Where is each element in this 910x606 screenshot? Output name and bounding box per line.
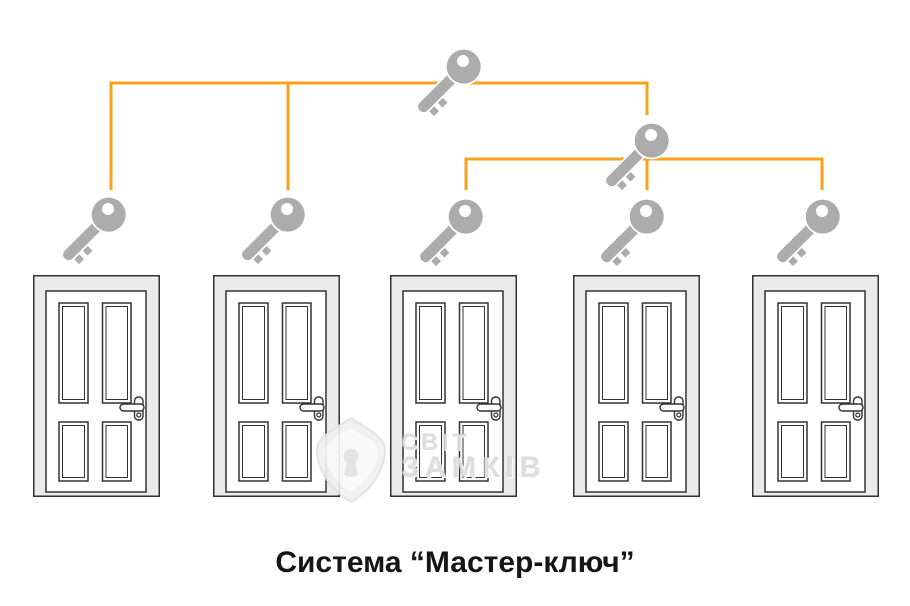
key-icon-1 — [51, 188, 135, 273]
watermark-shield-icon — [315, 416, 387, 504]
door-3 — [390, 275, 517, 497]
door-5 — [752, 275, 879, 497]
connector-submaster-branch — [464, 157, 824, 190]
door-1 — [33, 275, 160, 497]
key-icon-4 — [589, 190, 673, 275]
connector-tree — [109, 81, 824, 190]
key-icon-3 — [408, 190, 492, 275]
key-icon-5 — [765, 190, 849, 275]
door-4 — [573, 275, 700, 497]
submaster-key-icon — [594, 114, 678, 199]
key-icon-2 — [230, 188, 314, 273]
caption-title: Система “Мастер-ключ” — [275, 546, 635, 579]
connector-master-branch — [109, 81, 649, 190]
